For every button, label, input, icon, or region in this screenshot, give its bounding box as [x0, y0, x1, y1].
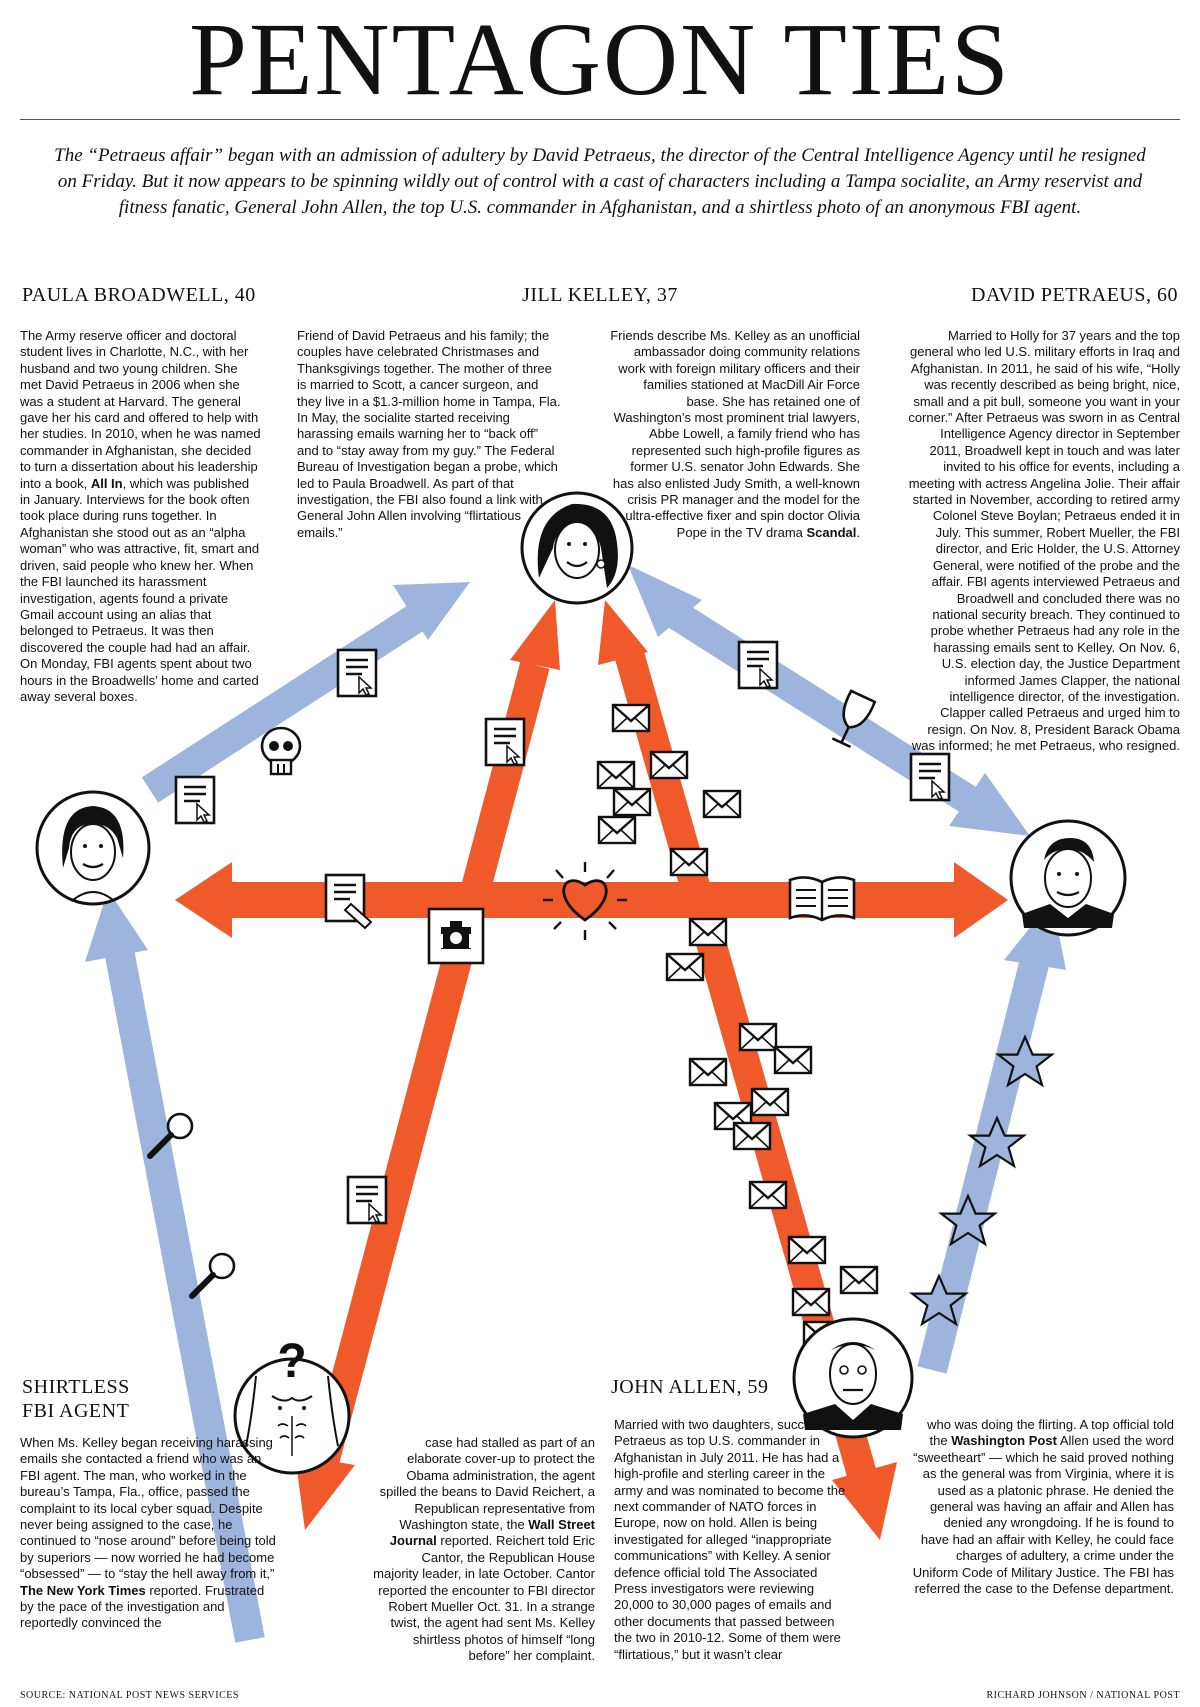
agent-bio-col1: When Ms. Kelley began receiving harassin… — [20, 1435, 276, 1631]
skull-icon — [260, 726, 302, 776]
document-cursor-icon — [346, 1175, 388, 1225]
agent-portrait — [233, 1357, 351, 1475]
petraeus-portrait — [1009, 819, 1127, 937]
title-rule — [20, 119, 1180, 120]
document-cursor-icon — [174, 775, 216, 825]
artist-credit: RICHARD JOHNSON / NATIONAL POST — [986, 1690, 1180, 1701]
pencil-document-icon — [324, 873, 373, 930]
allen-name: JOHN ALLEN, 59 — [611, 1376, 769, 1398]
broadwell-name: PAULA BROADWELL, 40 — [22, 284, 256, 306]
page-title: PENTAGON TIES — [189, 2, 1011, 117]
camera-icon — [427, 907, 485, 965]
kelley-portrait — [520, 491, 634, 605]
arrow-agent-to-broadwell — [85, 890, 265, 1643]
petraeus-bio: Married to Holly for 37 years and the to… — [908, 328, 1180, 754]
intro-paragraph: The “Petraeus affair” began with an admi… — [54, 145, 1146, 218]
petraeus-name: DAVID PETRAEUS, 60 — [971, 284, 1178, 306]
heart-icon — [543, 862, 627, 940]
agent-name-line1: SHIRTLESS — [22, 1376, 130, 1398]
wine-glass-icon — [831, 689, 877, 749]
book-icon — [788, 876, 856, 922]
allen-bio-col1: Married with two daughters, succeeded Pe… — [614, 1417, 846, 1662]
kelley-bio-col2: Friends describe Ms. Kelley as an unoffi… — [610, 328, 860, 540]
document-cursor-icon — [737, 640, 779, 690]
document-cursor-icon — [336, 648, 378, 698]
magnifier-icon — [192, 1254, 234, 1296]
document-cursor-icon — [484, 717, 526, 767]
broadwell-bio: The Army reserve officer and doctoral st… — [20, 328, 261, 704]
broadwell-portrait — [35, 790, 151, 906]
question-icon: ? — [277, 1335, 306, 1388]
allen-bio-col2: who was doing the flirting. A top offici… — [912, 1417, 1174, 1597]
document-cursor-icon — [909, 752, 951, 802]
kelley-name: JILL KELLEY, 37 — [522, 284, 678, 306]
allen-portrait — [792, 1317, 914, 1439]
agent-bio-col2: case had stalled as part of an elaborate… — [373, 1435, 595, 1664]
arrow-broadwell-to-kelley — [141, 582, 470, 803]
kelley-bio-col1: Friend of David Petraeus and his family;… — [297, 328, 561, 540]
agent-name-line2: FBI AGENT — [22, 1400, 130, 1422]
arrow-agent-to-kelley — [295, 600, 560, 1530]
source-credit: SOURCE: NATIONAL POST NEWS SERVICES — [20, 1690, 239, 1701]
